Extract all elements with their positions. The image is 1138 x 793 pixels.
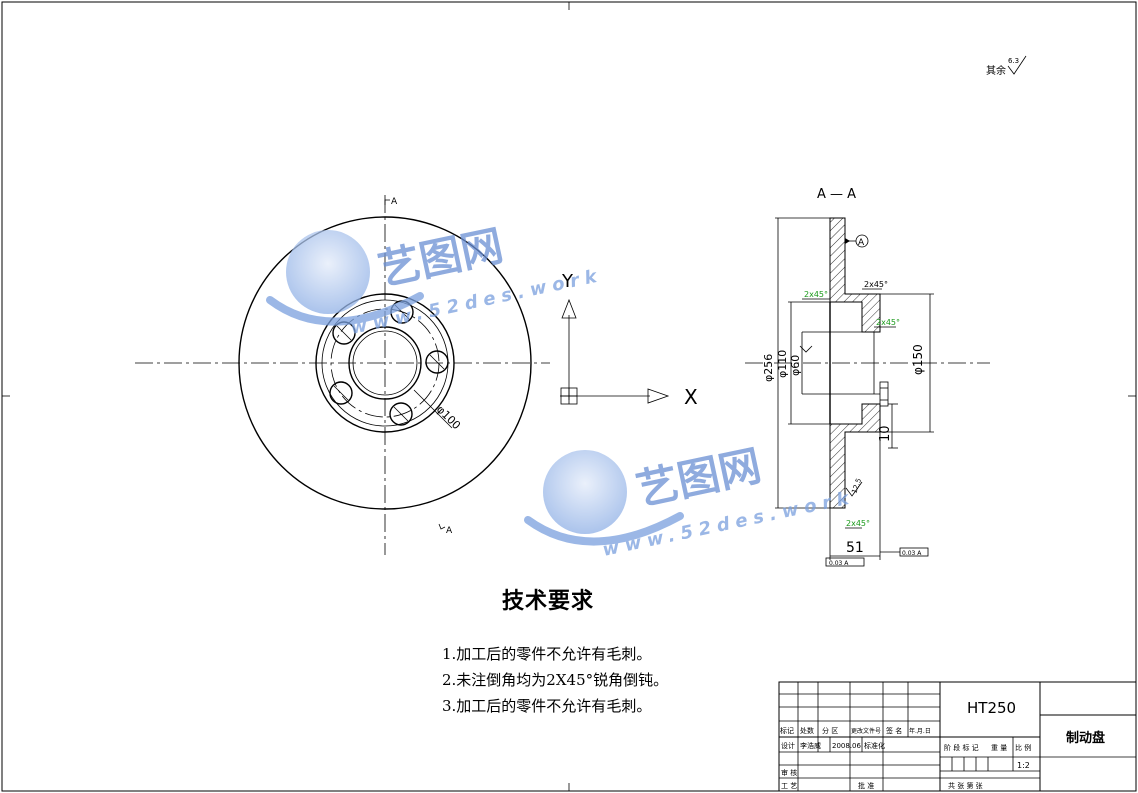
x-axis-label: X xyxy=(684,385,698,409)
section-body-upper xyxy=(829,217,881,333)
y-axis-label: Y xyxy=(561,271,574,292)
section-mark-bottom-arrow xyxy=(438,523,446,530)
roughness-other-label: 其余 xyxy=(986,64,1006,77)
header-cell: 标记 xyxy=(780,726,794,735)
design-date: 2008.06 xyxy=(832,742,861,750)
title-block: HT250 制动盘 标记 处数 分 区 更改文件号 签 名 年.月.日 设计 李… xyxy=(778,681,1137,792)
center-bore-chamfer-circle xyxy=(352,330,418,396)
part-name: 制动盘 xyxy=(1066,730,1105,746)
center-bore-circle xyxy=(348,326,422,400)
roughness-symbol-icon xyxy=(1007,55,1027,75)
sheet-info: 共 张 第 张 xyxy=(948,781,983,790)
roughness-other-value: 6.3 xyxy=(1008,57,1019,65)
designer: 李浩威 xyxy=(800,741,821,750)
header-cell: 年.月.日 xyxy=(909,727,931,735)
section-mark-bottom: A xyxy=(446,526,453,536)
header-cell: 更改文件号 xyxy=(851,727,881,735)
disc-outer-circle xyxy=(238,216,532,510)
roughness-bottom-icon xyxy=(845,481,863,497)
hole-circle-leader xyxy=(413,389,453,429)
scale-value: 1:2 xyxy=(1017,761,1030,770)
datum-circle xyxy=(855,234,869,248)
watermark-globe-icon xyxy=(543,450,627,534)
dim-110: φ110 xyxy=(776,350,789,378)
stage-label: 阶 段 标 记 xyxy=(944,743,979,752)
header-cell: 处数 xyxy=(800,726,814,735)
x-axis-arrow-icon xyxy=(647,388,670,404)
section-mark-top-arrow xyxy=(384,199,390,205)
tech-requirements-list: 1.加工后的零件不允许有毛刺。 2.未注倒角均为2X45°锐角倒钝。 3.加工后… xyxy=(442,641,742,719)
scale-label: 比 例 xyxy=(1015,743,1031,752)
tech-requirement-item: 2.未注倒角均为2X45°锐角倒钝。 xyxy=(442,671,669,689)
chamfer-note-left: 2x45° xyxy=(804,290,828,299)
runout-frame-left xyxy=(825,557,865,567)
section-mark-top: A xyxy=(391,197,398,207)
bolt-hole xyxy=(425,350,449,374)
hub-circle xyxy=(315,293,455,433)
tech-requirements: 技术要求 1.加工后的零件不允许有毛刺。 2.未注倒角均为2X45°锐角倒钝。 … xyxy=(442,583,742,719)
roughness-other: 其余 6.3 xyxy=(986,55,1027,77)
dim-thickness-10: 10 xyxy=(878,425,893,442)
approve-label: 批 准 xyxy=(858,781,874,790)
watermark-bottom: 艺图网 www.52des.work xyxy=(524,441,857,561)
hole-circle-dimension: φ100 xyxy=(434,403,463,432)
datum-label: A xyxy=(858,238,865,248)
dim-150: φ150 xyxy=(911,344,925,375)
bolt-hole-section xyxy=(879,381,889,407)
runout-right-text: 0.03 A xyxy=(902,550,922,557)
bolt-hole xyxy=(389,402,413,426)
bolt-hole xyxy=(329,381,353,405)
section-view-title: A — A xyxy=(817,187,856,202)
tech-requirements-title: 技术要求 xyxy=(502,588,595,614)
datum-triangle-icon xyxy=(845,238,850,244)
process-label: 工 艺 xyxy=(781,782,797,790)
dim-width-51: 51 xyxy=(846,540,864,556)
design-label: 设计 xyxy=(781,741,795,750)
y-axis-arrow-icon xyxy=(561,298,577,319)
coordinate-axes: Y X xyxy=(560,271,698,409)
watermark-top: 艺图网 www.52des.work xyxy=(266,221,605,339)
chamfer-note-right: 2x45° xyxy=(876,318,900,327)
roughness-bore-icon xyxy=(799,345,813,353)
header-cell: 分 区 xyxy=(822,726,838,735)
weight-label: 重 量 xyxy=(991,744,1007,752)
watermark-brand: 艺图网 xyxy=(374,221,507,295)
dim-60: φ60 xyxy=(789,355,802,376)
watermark-brand: 艺图网 xyxy=(632,441,765,515)
tech-requirement-item: 3.加工后的零件不允许有毛刺。 xyxy=(442,697,652,715)
standardization-label: 标准化 xyxy=(864,741,885,750)
chamfer-note-bottom: 2x45° xyxy=(846,519,870,528)
dim-outer-diameter: φ256 xyxy=(762,354,775,382)
review-label: 审 核 xyxy=(781,768,797,777)
header-cell: 签 名 xyxy=(886,726,902,735)
runout-left-text: 0.03 A xyxy=(829,560,849,567)
section-view: A — A φ256 φ110 φ60 φ150 10 xyxy=(745,187,990,567)
watermark-globe-icon xyxy=(286,230,370,314)
front-view: φ100 A A xyxy=(135,195,550,555)
material: HT250 xyxy=(967,699,1016,717)
tech-requirement-item: 1.加工后的零件不允许有毛刺。 xyxy=(442,645,652,663)
chamfer-note-top: 2x45° xyxy=(864,280,888,289)
